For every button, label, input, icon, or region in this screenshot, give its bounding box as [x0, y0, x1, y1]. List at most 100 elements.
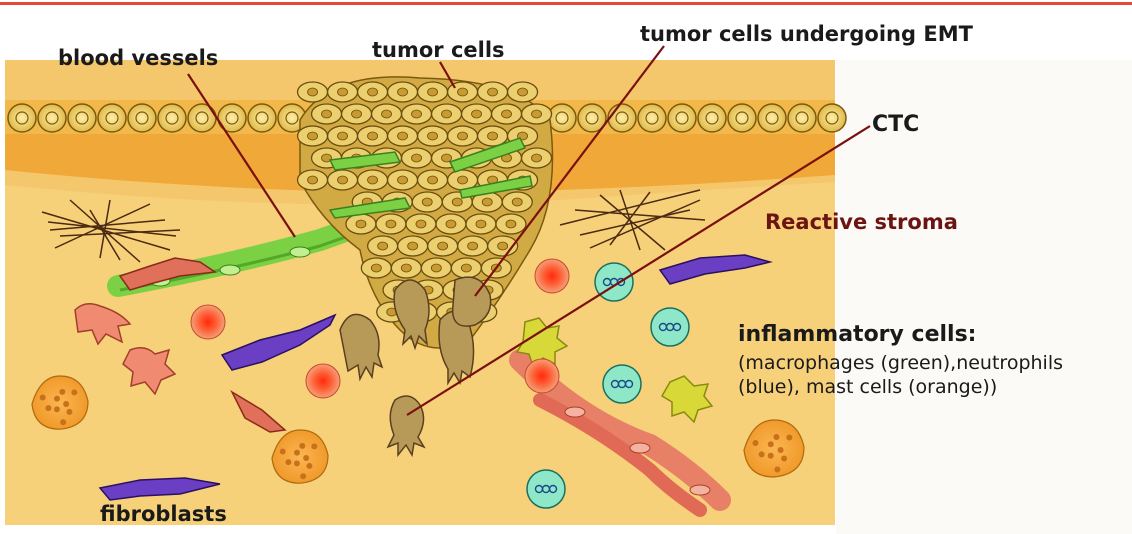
label-reactive-stroma: Reactive stroma: [765, 210, 958, 234]
mast-granule: [778, 447, 784, 453]
tumor-nucleus: [408, 242, 418, 250]
label-ctc: CTC: [872, 112, 919, 137]
tumor-nucleus: [452, 198, 462, 206]
epithelial-cell: [548, 104, 576, 132]
mast-granule: [306, 463, 312, 469]
tumor-nucleus: [412, 110, 422, 118]
tumor-nucleus: [488, 132, 498, 140]
epithelial-cell: [248, 104, 276, 132]
mast-granule: [280, 449, 286, 455]
tumor-nucleus: [446, 220, 456, 228]
epithelial-cell: [788, 104, 816, 132]
tumor-nucleus: [386, 220, 396, 228]
tumor-nucleus: [368, 176, 378, 184]
tumor-nucleus: [442, 110, 452, 118]
epithelial-cell: [68, 104, 96, 132]
mast-granule: [299, 443, 305, 449]
mast-granule: [45, 405, 51, 411]
epithelial-cell: [38, 104, 66, 132]
neutrophil: [527, 470, 565, 508]
tumor-nucleus: [352, 110, 362, 118]
tumor-nucleus: [308, 176, 318, 184]
mast-granule: [54, 396, 60, 402]
tumor-nucleus: [532, 154, 542, 162]
tumor-nucleus: [468, 242, 478, 250]
label-inflammatory-detail-1: (macrophages (green),neutrophils: [738, 352, 1063, 374]
mast-granule: [59, 389, 65, 395]
tumor-nucleus: [356, 220, 366, 228]
tumor-nucleus: [398, 88, 408, 96]
tumor-nucleus: [338, 88, 348, 96]
tumor-nucleus: [371, 264, 381, 272]
tumor-nucleus: [322, 110, 332, 118]
tumor-nucleus: [461, 264, 471, 272]
epithelial-cell: [818, 104, 846, 132]
mast-granule: [781, 456, 787, 462]
tumor-nucleus: [518, 88, 528, 96]
mast-granule: [759, 451, 765, 457]
mast-granule: [752, 440, 758, 446]
tumor-nucleus: [398, 132, 408, 140]
neutrophil: [603, 365, 641, 403]
mast-granule: [60, 419, 66, 425]
tumor-nucleus: [431, 264, 441, 272]
tumor-nucleus: [308, 88, 318, 96]
mast-granule: [773, 434, 779, 440]
tumor-nucleus: [458, 176, 468, 184]
tumor-nucleus: [428, 176, 438, 184]
mast-granule: [294, 450, 300, 456]
epithelial-cell: [128, 104, 156, 132]
epithelial-cell: [638, 104, 666, 132]
tumor-nucleus: [458, 132, 468, 140]
mast-granule: [40, 395, 46, 401]
tumor-nucleus: [506, 220, 516, 228]
mast-granule: [768, 453, 774, 459]
label-tumor-cells-emt: tumor cells undergoing EMT: [640, 22, 973, 46]
tumor-nucleus: [488, 88, 498, 96]
tumor-nucleus: [502, 110, 512, 118]
tumor-nucleus: [438, 242, 448, 250]
epithelial-cell: [698, 104, 726, 132]
epithelial-cell: [758, 104, 786, 132]
tumor-nucleus: [532, 110, 542, 118]
top-border: [0, 2, 1132, 5]
mast-granule: [285, 459, 291, 465]
tumor-nucleus: [338, 176, 348, 184]
tumor-nucleus: [512, 198, 522, 206]
epithelial-cell: [188, 104, 216, 132]
label-fibroblasts: fibroblasts: [100, 502, 227, 526]
epithelial-cell: [668, 104, 696, 132]
mast-granule: [54, 406, 60, 412]
epithelial-cell: [98, 104, 126, 132]
label-inflammatory-cells: inflammatory cells:: [738, 322, 976, 347]
red-blood-cell: [191, 305, 225, 339]
mast-granule: [294, 460, 300, 466]
mast-granule: [311, 443, 317, 449]
tumor-nucleus: [398, 176, 408, 184]
mast-granule: [71, 389, 77, 395]
tumor-nucleus: [482, 198, 492, 206]
tumor-nucleus: [378, 242, 388, 250]
label-tumor-cells: tumor cells: [372, 38, 505, 62]
mast-granule: [303, 455, 309, 461]
epithelial-cell: [8, 104, 36, 132]
epithelial-cell: [158, 104, 186, 132]
mast-granule: [786, 435, 792, 441]
tumor-nucleus: [458, 88, 468, 96]
neutrophil: [651, 308, 689, 346]
epithelial-cell: [728, 104, 756, 132]
tumor-nucleus: [476, 220, 486, 228]
tumor-nucleus: [338, 132, 348, 140]
epithelial-cell: [608, 104, 636, 132]
mast-granule: [768, 441, 774, 447]
mast-granule: [774, 467, 780, 473]
red-blood-cell: [525, 359, 559, 393]
red-blood-cell: [535, 259, 569, 293]
tumor-nucleus: [428, 132, 438, 140]
tumor-nucleus: [498, 242, 508, 250]
tumor-nucleus: [472, 110, 482, 118]
mast-granule: [63, 401, 69, 407]
mast-granule: [300, 473, 306, 479]
